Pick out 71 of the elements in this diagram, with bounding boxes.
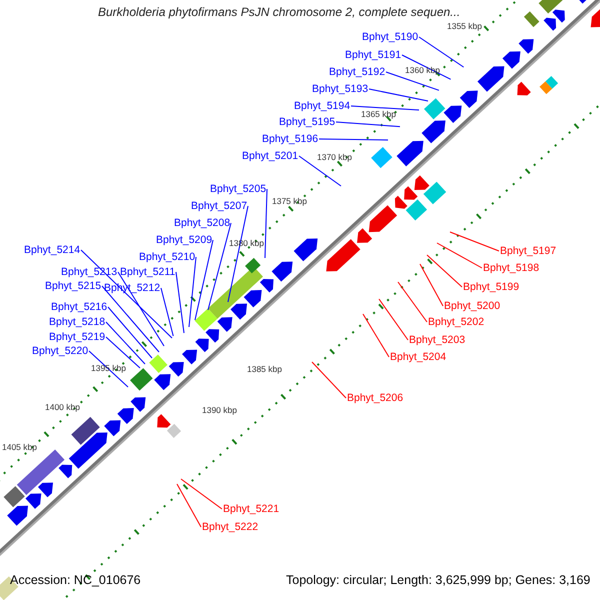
gene-label: Bphyt_5210 [139,251,196,263]
gene-label: Bphyt_5197 [500,245,556,257]
leader-line [398,282,428,322]
tick-label: 1375 kbp [272,196,307,206]
leader-line [362,314,390,358]
leader-line [436,242,482,268]
leader-line [194,240,214,320]
gene-label: Bphyt_5205 [210,183,266,195]
gene-label: Bphyt_5201 [242,150,298,162]
leader-line [336,122,400,128]
leader-line [176,272,184,334]
gene-label: Bphyt_5196 [262,133,318,145]
gene-label: Bphyt_5208 [174,217,230,229]
gene-label: Bphyt_5194 [294,100,350,112]
leader-line [106,322,146,364]
accession-text: Accession: NC_010676 [10,574,141,586]
gene-label: Bphyt_5209 [156,234,212,246]
gene-label: Bphyt_5219 [49,331,106,343]
gene-label: Bphyt_5211 [120,266,176,278]
leader-line [298,156,342,186]
gene-label: Bphyt_5222 [202,521,258,533]
tick-label: 1400 kbp [45,402,80,412]
leader-line [378,298,408,340]
tick-label: 1355 kbp [447,21,482,31]
gene-label: Bphyt_5191 [345,49,402,61]
genome-summary-text: Topology: circular; Length: 3,625,999 bp; Genes: 3,169 [286,574,590,586]
gene-label: Bphyt_5200 [444,300,500,312]
gene-label: Bphyt_5190 [362,31,418,43]
leader-line [386,72,440,91]
gene-label: Bphyt_5221 [223,503,280,515]
leader-line [418,36,464,68]
gene-label: Bphyt_5206 [347,392,404,404]
leader-line [80,250,172,338]
leader-line [420,264,444,306]
gene-label: Bphyt_5214 [24,244,80,256]
leader-line [176,484,202,528]
leader-line [108,306,152,358]
gene-label: Bphyt_5199 [463,281,520,293]
gene-label: Bphyt_5202 [428,316,484,328]
title: Burkholderia phytofirmans PsJN chromosome 2, complete sequen... [98,6,460,18]
tick-label: 1385 kbp [247,364,282,374]
leader-line [350,106,420,110]
leader-line [426,254,462,288]
tick-label: 1390 kbp [202,405,237,415]
gene-label: Bphyt_5192 [329,66,386,78]
leader-line [450,232,500,252]
gene-label: Bphyt_5215 [45,280,102,292]
leader-line [318,138,388,140]
gene-label: Bphyt_5220 [32,345,88,357]
gene-label: Bphyt_5203 [409,334,466,346]
gene-label: Bphyt_5198 [483,262,540,274]
leader-line [368,88,428,102]
gene-label: Bphyt_5204 [390,351,446,363]
leader-line [228,206,248,302]
tick-label: 1370 kbp [317,152,352,162]
gene-label: Bphyt_5207 [191,200,248,212]
leader-line [180,478,222,510]
gene-label: Bphyt_5216 [51,301,108,313]
leader-line [402,54,452,80]
gene-label: Bphyt_5195 [279,116,336,128]
gene-label: Bphyt_5193 [312,83,368,95]
tick-label: 1365 kbp [361,109,396,119]
leader-line [264,188,268,258]
leader-line [188,256,196,328]
tick-label: 1405 kbp [2,442,37,452]
leader-line [160,288,174,336]
leader-line [106,336,140,368]
leader-line [88,350,128,388]
leader-line [208,222,232,310]
gene-label: Bphyt_5218 [49,316,106,328]
leader-line [312,362,346,398]
